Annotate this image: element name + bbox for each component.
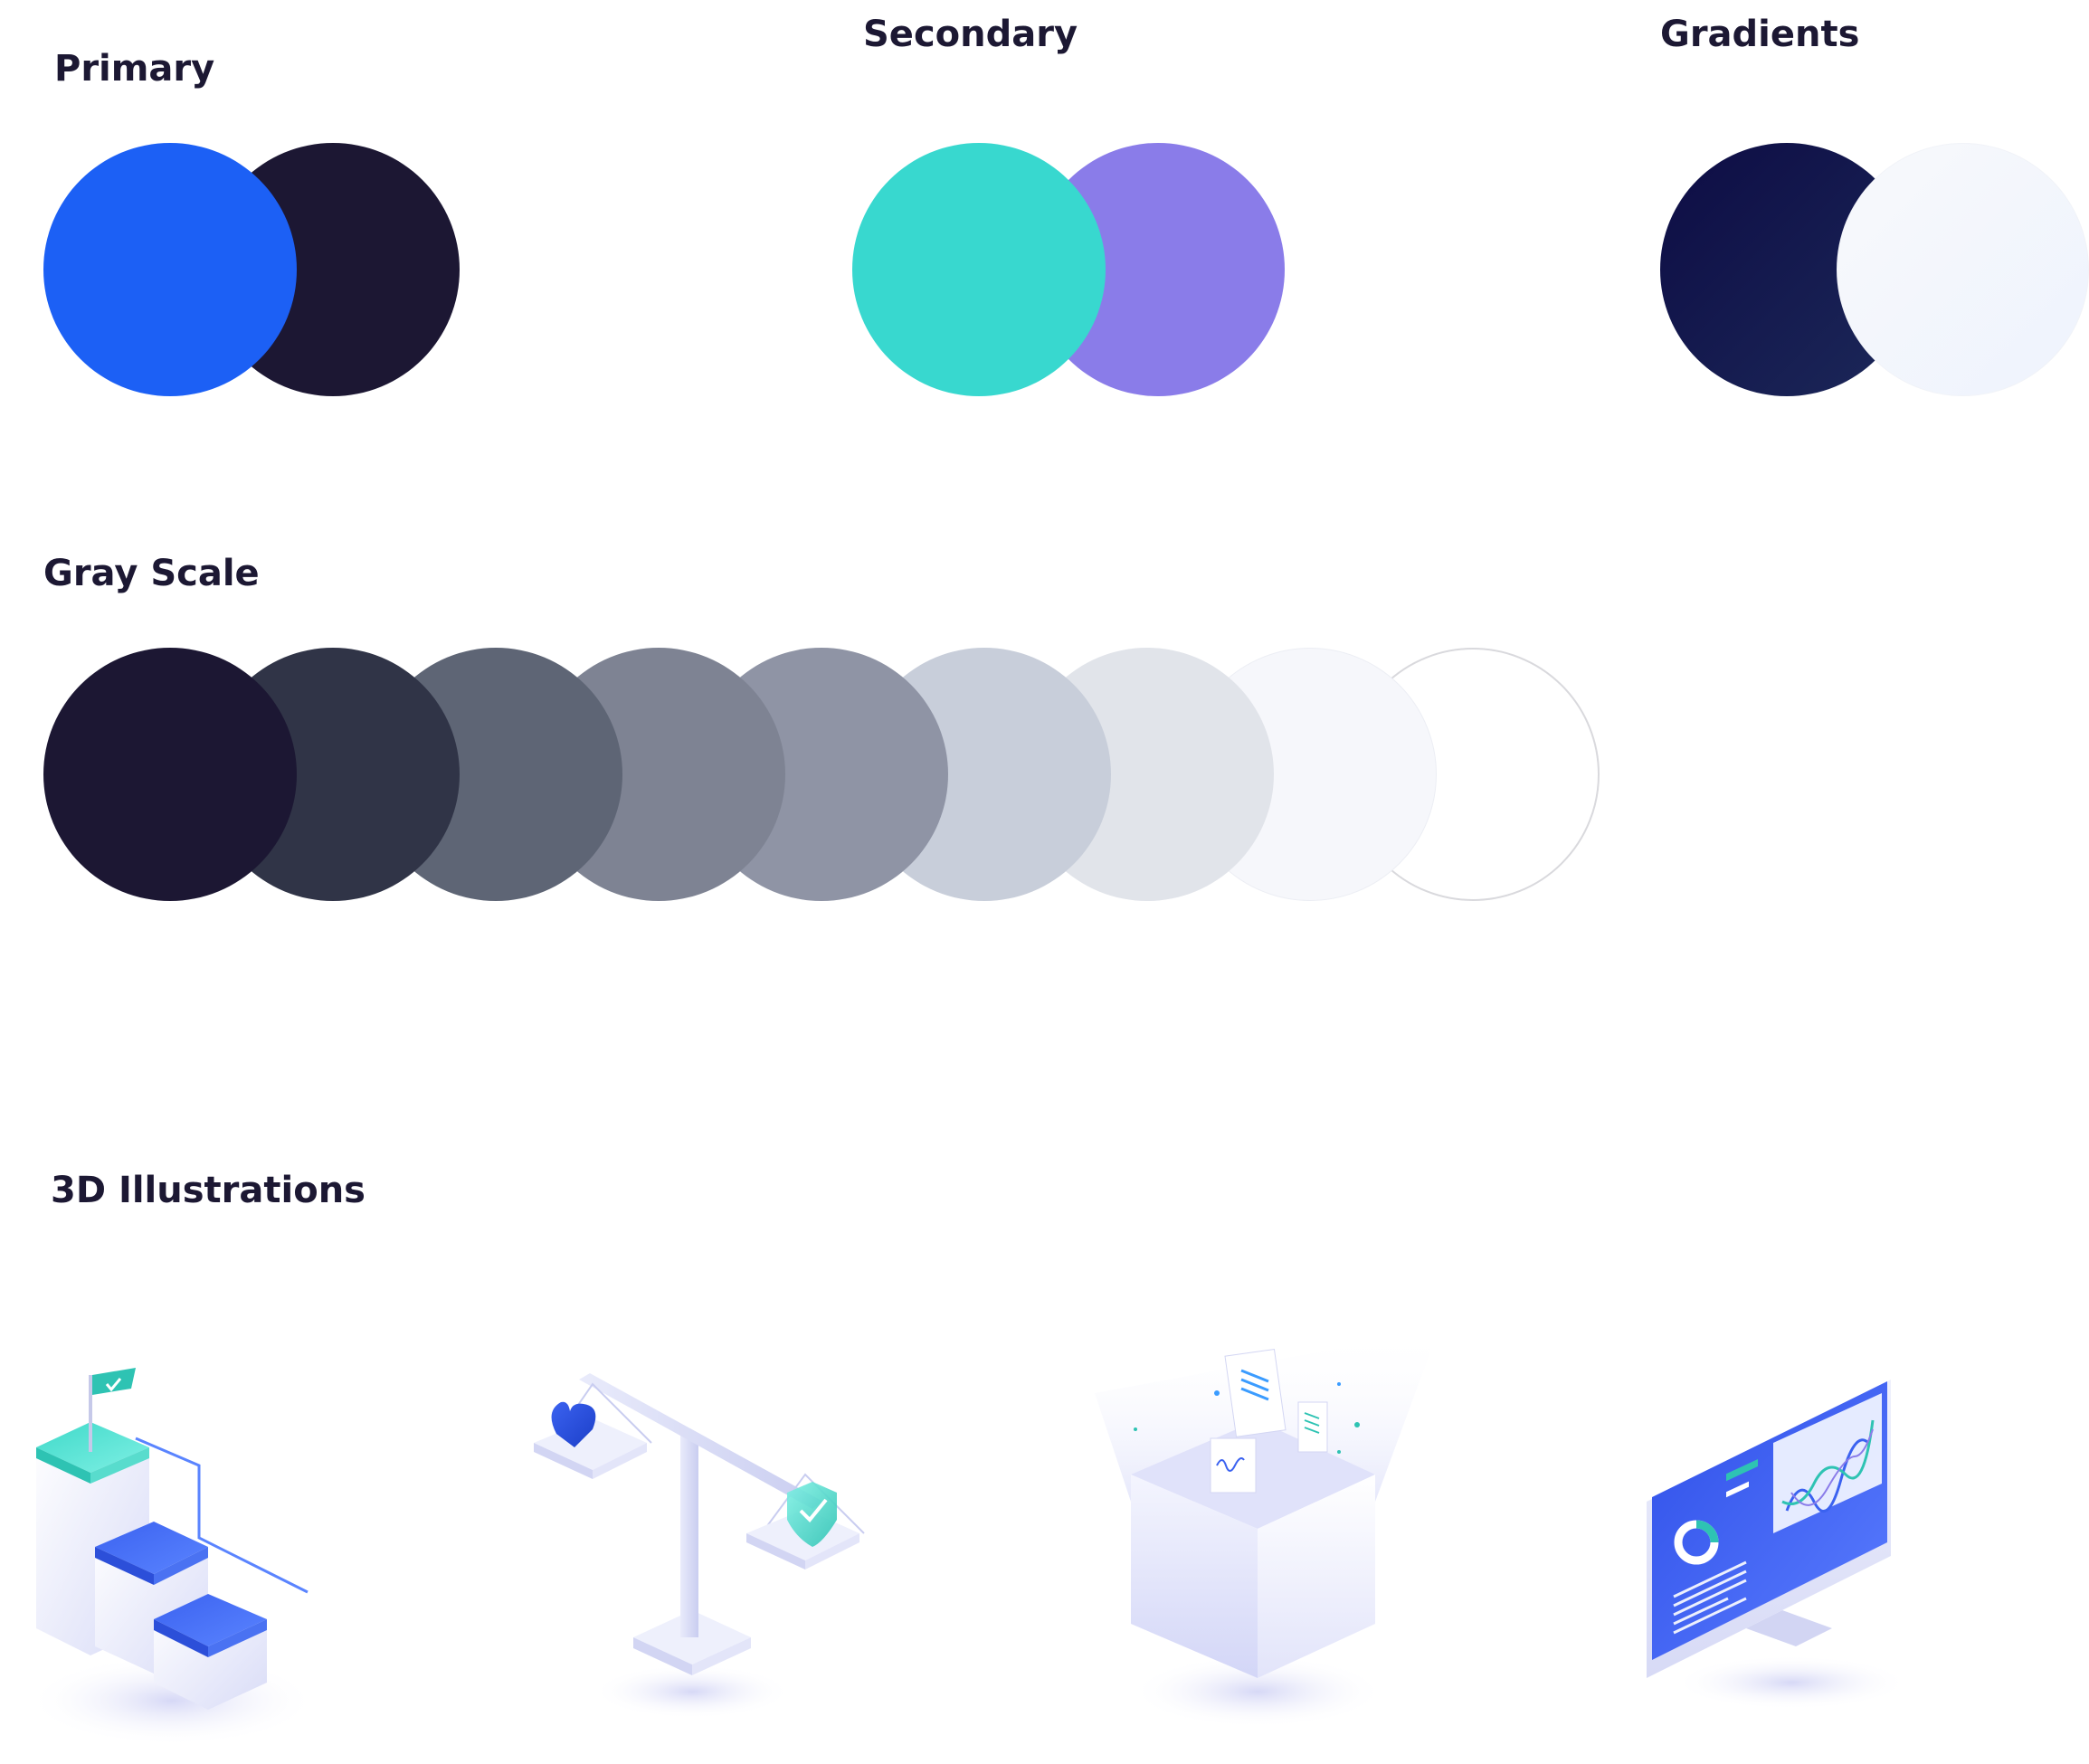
illustrations-heading: 3D Illustrations [51,1170,366,1211]
secondary-swatch-teal [852,143,1106,396]
gray-swatch-1 [43,648,297,901]
steps-flag-illustration [27,1368,317,1746]
primary-swatch-blue [43,143,297,396]
primary-heading: Primary [54,48,215,90]
gradients-heading: Gradients [1660,14,1860,55]
gradient-swatch-light [1837,143,2089,396]
open-box-illustration [1095,1330,1439,1728]
secondary-heading: Secondary [863,14,1078,55]
balance-scale-illustration [534,1373,865,1719]
gray-scale-heading: Gray Scale [43,553,260,594]
monitor-dashboard-illustration [1647,1380,1909,1710]
